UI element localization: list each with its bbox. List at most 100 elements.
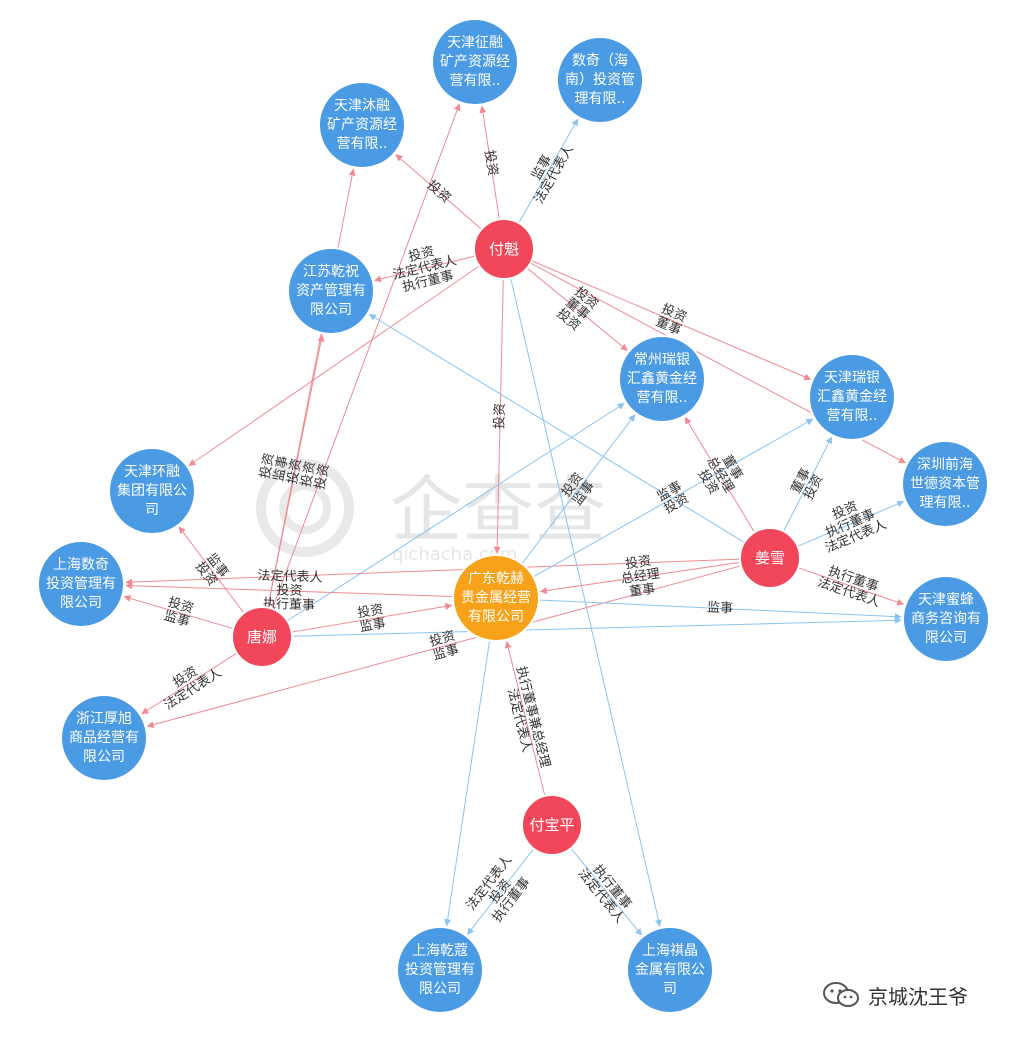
relation-edge (518, 118, 579, 224)
edge-label: 总经理 (620, 567, 661, 587)
node-label: 天津瑞银 (824, 370, 880, 386)
node-label: 广东乾赫 (468, 571, 524, 587)
relation-edge (271, 103, 461, 610)
node-label: 金属有限公 (635, 962, 705, 978)
node-label: 限公司 (60, 595, 102, 611)
node-fu-kui[interactable]: 付魁 (473, 218, 535, 280)
edge-label: 监事 (162, 608, 191, 630)
edge-layer (123, 103, 906, 936)
node-label: 投资管理有 (46, 576, 116, 592)
edge-label: 监事 (432, 642, 461, 663)
node-label: 理有限.. (920, 495, 971, 511)
company-node-circle (60, 694, 148, 782)
edge-label: 监事 (271, 454, 291, 482)
company-node-circle (901, 440, 989, 528)
edge-label: 投资 (298, 460, 319, 489)
edge-label: 投资 (624, 553, 652, 573)
company-node-circle (396, 926, 484, 1014)
company-node-circle (808, 353, 896, 441)
edge-label: 投资 (312, 462, 333, 491)
node-label: 上海数奇 (53, 556, 109, 573)
company-node-circle (902, 575, 990, 663)
relation-edge (798, 567, 905, 606)
node-label: 司 (663, 981, 677, 997)
node-label: 限公司 (310, 302, 352, 318)
node-label: 上海乾蔻 (412, 943, 468, 959)
wechat-icon (823, 982, 859, 1007)
company-node-circle (318, 81, 406, 169)
node-label: 数奇（海 (572, 52, 628, 69)
node-label: 深圳前海 (917, 456, 973, 473)
node-label: 限公司 (83, 749, 125, 765)
relation-edge (684, 416, 755, 533)
node-label: 天津蜜蜂 (918, 592, 974, 608)
company-node-circle (556, 36, 644, 124)
node-label: 营有限.. (827, 408, 878, 424)
edge-label: 投资 (276, 582, 303, 599)
relation-edge (374, 255, 475, 283)
node-label: 矿产资源经 (440, 54, 510, 70)
relation-edge (783, 436, 833, 532)
node-label: 常州瑞银 (634, 352, 690, 368)
relation-edge (504, 641, 546, 796)
relation-edge (291, 602, 453, 633)
edge-label: 投资 (257, 452, 278, 481)
edge-label: 监事 (359, 616, 387, 635)
person-node-circle (473, 218, 535, 280)
relation-edge (125, 558, 741, 586)
node-label: 南）投资管 (565, 72, 635, 88)
node-label: 天津征融 (447, 35, 503, 51)
node-fu-baoping[interactable]: 付宝平 (521, 794, 583, 856)
edge-label: 投资 (166, 594, 195, 617)
node-label: 浙江厚旭 (76, 711, 132, 727)
person-node-circle (521, 794, 583, 856)
node-label: 资产管理有 (296, 283, 366, 299)
node-label: 商务咨询有 (911, 611, 981, 627)
node-label: 理有限.. (575, 91, 626, 107)
edge-label: 投资 (428, 628, 457, 650)
company-node-circle (626, 926, 714, 1014)
edge-label: 执行董事 (263, 597, 315, 614)
relation-edge (467, 848, 535, 935)
node-label: 天津沐融 (334, 98, 390, 114)
company-node-circle (37, 540, 125, 628)
relation-edge (267, 168, 356, 608)
node-label: 矿产资源经 (327, 117, 397, 133)
relation-edge (146, 565, 742, 728)
node-label: 营有限.. (337, 136, 388, 152)
relation-edge (526, 267, 628, 351)
focus-node-circle (452, 554, 540, 642)
relation-edge (539, 561, 741, 595)
node-label: 司 (145, 502, 159, 518)
edge-label: 监事 (707, 600, 734, 616)
brand-footer: 京城沈王爷 (822, 980, 968, 1010)
node-tang-na[interactable]: 唐娜 (231, 606, 293, 668)
node-jiang-xue[interactable]: 姜雪 (739, 527, 801, 589)
node-label: 汇鑫黄金经 (817, 388, 887, 405)
node-label: 商品经营有 (69, 730, 139, 746)
edge-label: 董事 (628, 581, 656, 600)
relation-edge (493, 278, 504, 554)
relation-edge (188, 265, 480, 466)
node-label: 营有限.. (450, 73, 501, 89)
node-label: 限公司 (925, 630, 967, 646)
node-label: 投资管理有 (405, 962, 475, 978)
company-node-circle (287, 247, 375, 335)
relation-edge (531, 260, 812, 381)
relation-edge (141, 652, 237, 715)
node-label: 姜雪 (755, 549, 785, 567)
